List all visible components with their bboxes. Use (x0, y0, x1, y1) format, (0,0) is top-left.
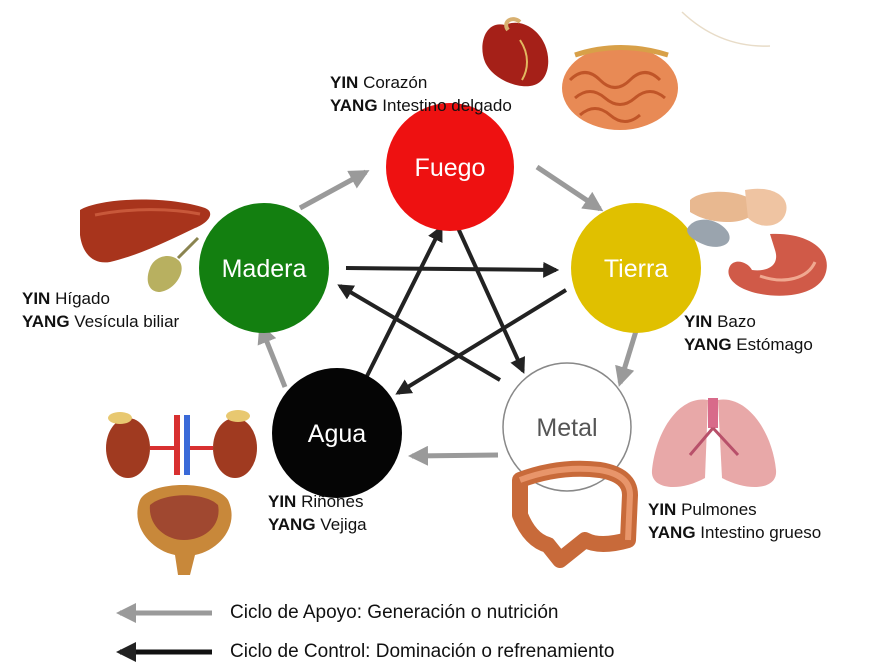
yang-tag: YANG (330, 96, 378, 115)
liver-icon (80, 199, 211, 263)
kidneys-icon (106, 410, 257, 478)
yang-tag: YANG (268, 515, 316, 534)
support-arrow-madera-fuego (298, 169, 370, 211)
agua-organ-label: YIN Riñones YANG Vejiga (268, 490, 367, 536)
yin-organ: Riñones (301, 492, 364, 511)
yang-tag: YANG (684, 335, 732, 354)
gallbladder-icon (147, 236, 200, 292)
yang-organ: Vejiga (320, 515, 367, 534)
legend-support: Ciclo de Apoyo: Generación o nutrición (112, 601, 558, 625)
control-arrow-tierra-agua (395, 288, 568, 395)
yin-organ: Bazo (717, 312, 756, 331)
lungs-icon (651, 398, 777, 488)
yang-organ: Intestino grueso (700, 523, 822, 542)
yin-tag: YIN (648, 500, 677, 519)
element-label: Metal (536, 414, 597, 442)
element-madera: Madera (199, 203, 329, 333)
control-arrow-fuego-metal (456, 227, 525, 374)
legend-control: Ciclo de Control: Dominación o refrenami… (112, 640, 614, 664)
large-intestine-icon (512, 460, 638, 568)
element-label: Tierra (604, 255, 668, 283)
decorative-arc (681, 11, 771, 47)
yin-organ: Corazón (363, 73, 428, 92)
element-metal: Metal (502, 362, 632, 492)
yin-tag: YIN (268, 492, 297, 511)
legend-control-text: Ciclo de Control: Dominación o refrenami… (230, 641, 615, 662)
element-label: Madera (222, 255, 307, 283)
control-cycle (337, 225, 568, 395)
support-arrow-agua-madera (257, 323, 288, 388)
yin-tag: YIN (684, 312, 713, 331)
yang-organ: Intestino delgado (382, 96, 512, 115)
small-intestine-icon (562, 45, 678, 130)
heart-icon (482, 17, 549, 87)
control-arrow-metal-madera (337, 284, 502, 382)
support-arrow-metal-agua (408, 445, 499, 466)
yin-organ: Hígado (55, 289, 110, 308)
element-fuego: Fuego (386, 103, 514, 231)
bladder-icon (137, 485, 232, 575)
element-label: Fuego (415, 154, 486, 182)
element-agua: Agua (272, 368, 402, 498)
support-arrow-fuego-tierra (535, 164, 604, 212)
control-arrow-agua-fuego (364, 225, 443, 379)
yin-tag: YIN (22, 289, 51, 308)
stomach-icon (728, 233, 827, 296)
yang-tag: YANG (648, 523, 696, 542)
yang-organ: Vesícula biliar (74, 312, 180, 331)
madera-organ-label: YIN Hígado YANG Vesícula biliar (22, 287, 179, 333)
element-label: Agua (308, 420, 366, 448)
legend-support-text: Ciclo de Apoyo: Generación o nutrición (230, 602, 559, 623)
metal-organ-label: YIN Pulmones YANG Intestino grueso (648, 498, 821, 544)
yang-tag: YANG (22, 312, 70, 331)
spleen-icon (687, 188, 787, 247)
yin-organ: Pulmones (681, 500, 757, 519)
yin-tag: YIN (330, 73, 359, 92)
fuego-organ-label: YIN Corazón YANG Intestino delgado (330, 71, 512, 117)
yang-organ: Estómago (736, 335, 813, 354)
element-tierra: Tierra (571, 203, 701, 333)
tierra-organ-label: YIN Bazo YANG Estómago (684, 310, 813, 356)
control-arrow-madera-tierra (345, 261, 560, 278)
